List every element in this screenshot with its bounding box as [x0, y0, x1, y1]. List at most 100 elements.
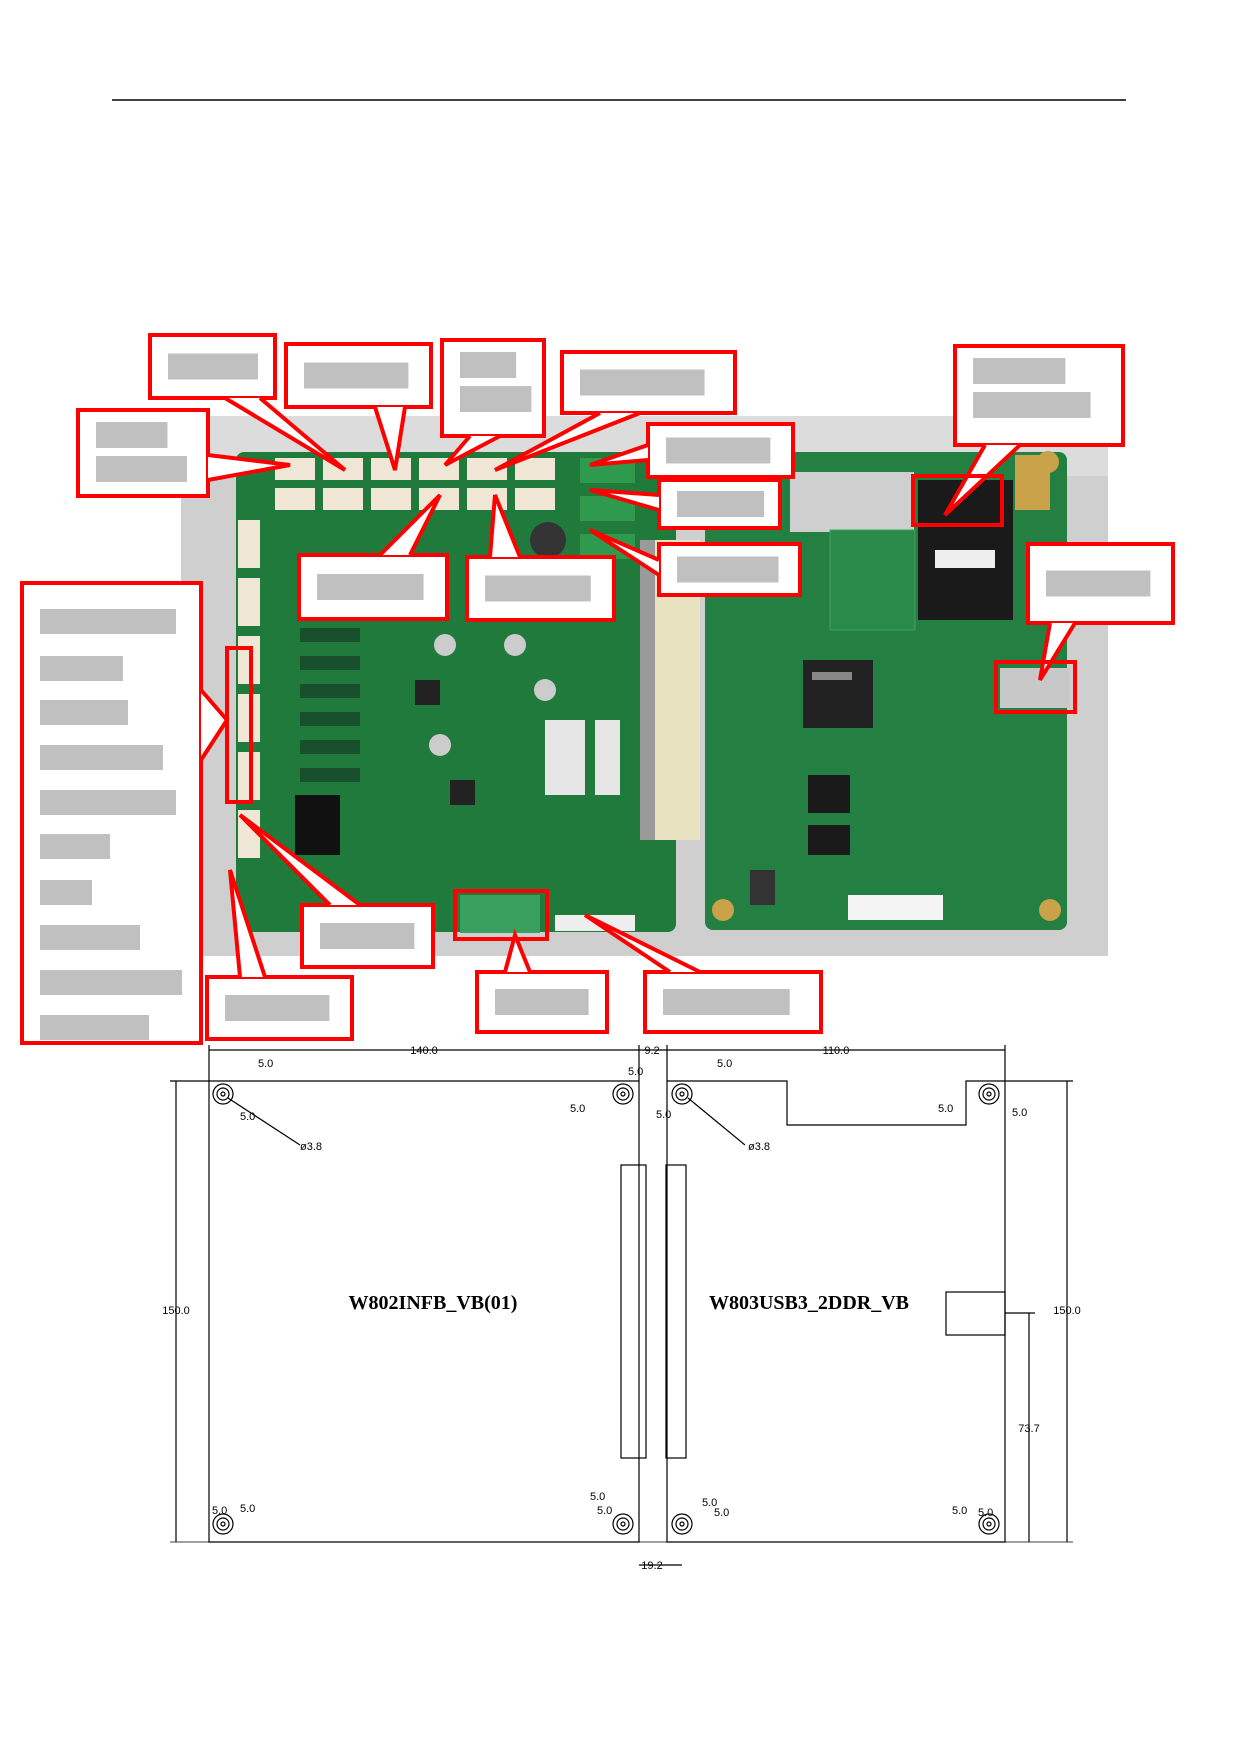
dim-hole-offset: 5.0 [570, 1103, 585, 1115]
dim-hole-offset: 5.0 [1012, 1107, 1027, 1119]
redacted-label [40, 790, 176, 815]
callout-target-box [225, 646, 253, 804]
redacted-label [304, 362, 409, 389]
dim-width-left: 140.0 [410, 1045, 438, 1057]
redacted-label [677, 491, 765, 517]
connector [467, 458, 507, 480]
mounting-hole [212, 1083, 234, 1105]
mounting-hole [978, 1083, 1000, 1105]
redacted-label [485, 575, 591, 602]
redacted-label [40, 880, 92, 905]
redacted-label [225, 995, 330, 1021]
callout-box [1026, 542, 1175, 682]
redacted-label [40, 834, 110, 859]
callout-box [475, 928, 609, 1034]
dim-hole-offset: 5.0 [717, 1058, 732, 1070]
redacted-label [495, 989, 589, 1015]
redacted-label [1046, 570, 1151, 597]
callout-box [465, 494, 616, 622]
side-connector [238, 578, 260, 626]
callout-target-box [994, 660, 1077, 714]
callout-box [583, 913, 823, 1034]
dim-hole-offset: 5.0 [714, 1507, 729, 1519]
connector [371, 458, 411, 480]
redacted-label [40, 609, 176, 634]
redacted-label [40, 656, 123, 681]
board-connector [620, 1164, 647, 1459]
dim-usb-offset: 73.7 [1018, 1423, 1039, 1435]
callout-box [148, 333, 347, 472]
redacted-label [666, 437, 771, 464]
redacted-label [317, 574, 424, 600]
redacted-label [40, 1015, 149, 1040]
dimension-labels: 140.0 110.0 9.2 19.2 150.0 150.0 73.7 ø3… [162, 1045, 1081, 1572]
dim-hole-diameter: ø3.8 [300, 1141, 322, 1153]
callout-box [76, 408, 291, 498]
connector [515, 458, 555, 480]
fpga-chip [803, 660, 873, 728]
connector [275, 488, 315, 510]
dim-hole-diameter: ø3.8 [748, 1141, 770, 1153]
dim-hole-offset: 5.0 [938, 1103, 953, 1115]
redacted-label [973, 392, 1091, 418]
callout-box [20, 581, 230, 1045]
callout-box [205, 869, 354, 1041]
callout-box [284, 342, 433, 471]
callout-box [589, 422, 795, 479]
callout-target-box [911, 474, 1004, 527]
redacted-label [460, 386, 532, 412]
callout-annotations [20, 333, 1175, 1045]
dim-height-right: 150.0 [1053, 1305, 1081, 1317]
dimension-drawing [170, 1045, 1073, 1566]
callout-box [589, 478, 782, 530]
redacted-label [40, 925, 140, 950]
dim-hole-offset: 5.0 [702, 1497, 717, 1509]
redacted-label [168, 353, 258, 380]
dim-hole-offset: 5.0 [656, 1109, 671, 1121]
dim-gap-top: 9.2 [644, 1045, 659, 1057]
callout-box [494, 350, 737, 472]
dim-gap-bottom: 19.2 [641, 1560, 662, 1572]
redacted-label [96, 456, 187, 482]
callout-box [588, 528, 802, 597]
side-connector [238, 520, 260, 568]
left-board-name: W802INFB_VB(01) [349, 1292, 518, 1314]
dim-hole-offset: 5.0 [952, 1505, 967, 1517]
redacted-label [663, 989, 790, 1015]
redacted-label [460, 352, 517, 378]
dim-height-left: 150.0 [162, 1305, 190, 1317]
callout-target-box [453, 889, 549, 941]
dim-hole-offset: 5.0 [240, 1503, 255, 1515]
dim-hole-offset: 5.0 [628, 1066, 643, 1078]
mounting-hole [612, 1513, 634, 1535]
dim-hole-offset: 5.0 [978, 1507, 993, 1519]
mounting-hole [978, 1513, 1000, 1535]
redacted-label [40, 700, 128, 725]
mounting-hole [671, 1083, 693, 1105]
redacted-label [580, 369, 705, 396]
connector [515, 488, 555, 510]
dim-width-right: 110.0 [823, 1045, 850, 1057]
redacted-label [677, 556, 779, 583]
dim-hole-offset: 5.0 [597, 1505, 612, 1517]
mounting-hole [671, 1513, 693, 1535]
redacted-label [973, 358, 1066, 384]
dim-hole-offset: 5.0 [240, 1111, 255, 1123]
connector [323, 488, 363, 510]
side-connector [238, 810, 260, 858]
callout-box [943, 344, 1125, 517]
connector [371, 488, 411, 510]
right-board-name: W803USB3_2DDR_VB [709, 1292, 909, 1314]
board-connector [665, 1164, 687, 1459]
heatsink [295, 795, 340, 855]
callout-box [440, 338, 546, 467]
redacted-label [40, 745, 163, 770]
usb-port [1000, 668, 1070, 708]
dim-hole-offset: 5.0 [212, 1505, 227, 1517]
mounting-hole [212, 1513, 234, 1535]
connector [275, 458, 315, 480]
callout-box [297, 493, 449, 621]
callout-box [238, 813, 435, 969]
dim-hole-offset: 5.0 [590, 1491, 605, 1503]
